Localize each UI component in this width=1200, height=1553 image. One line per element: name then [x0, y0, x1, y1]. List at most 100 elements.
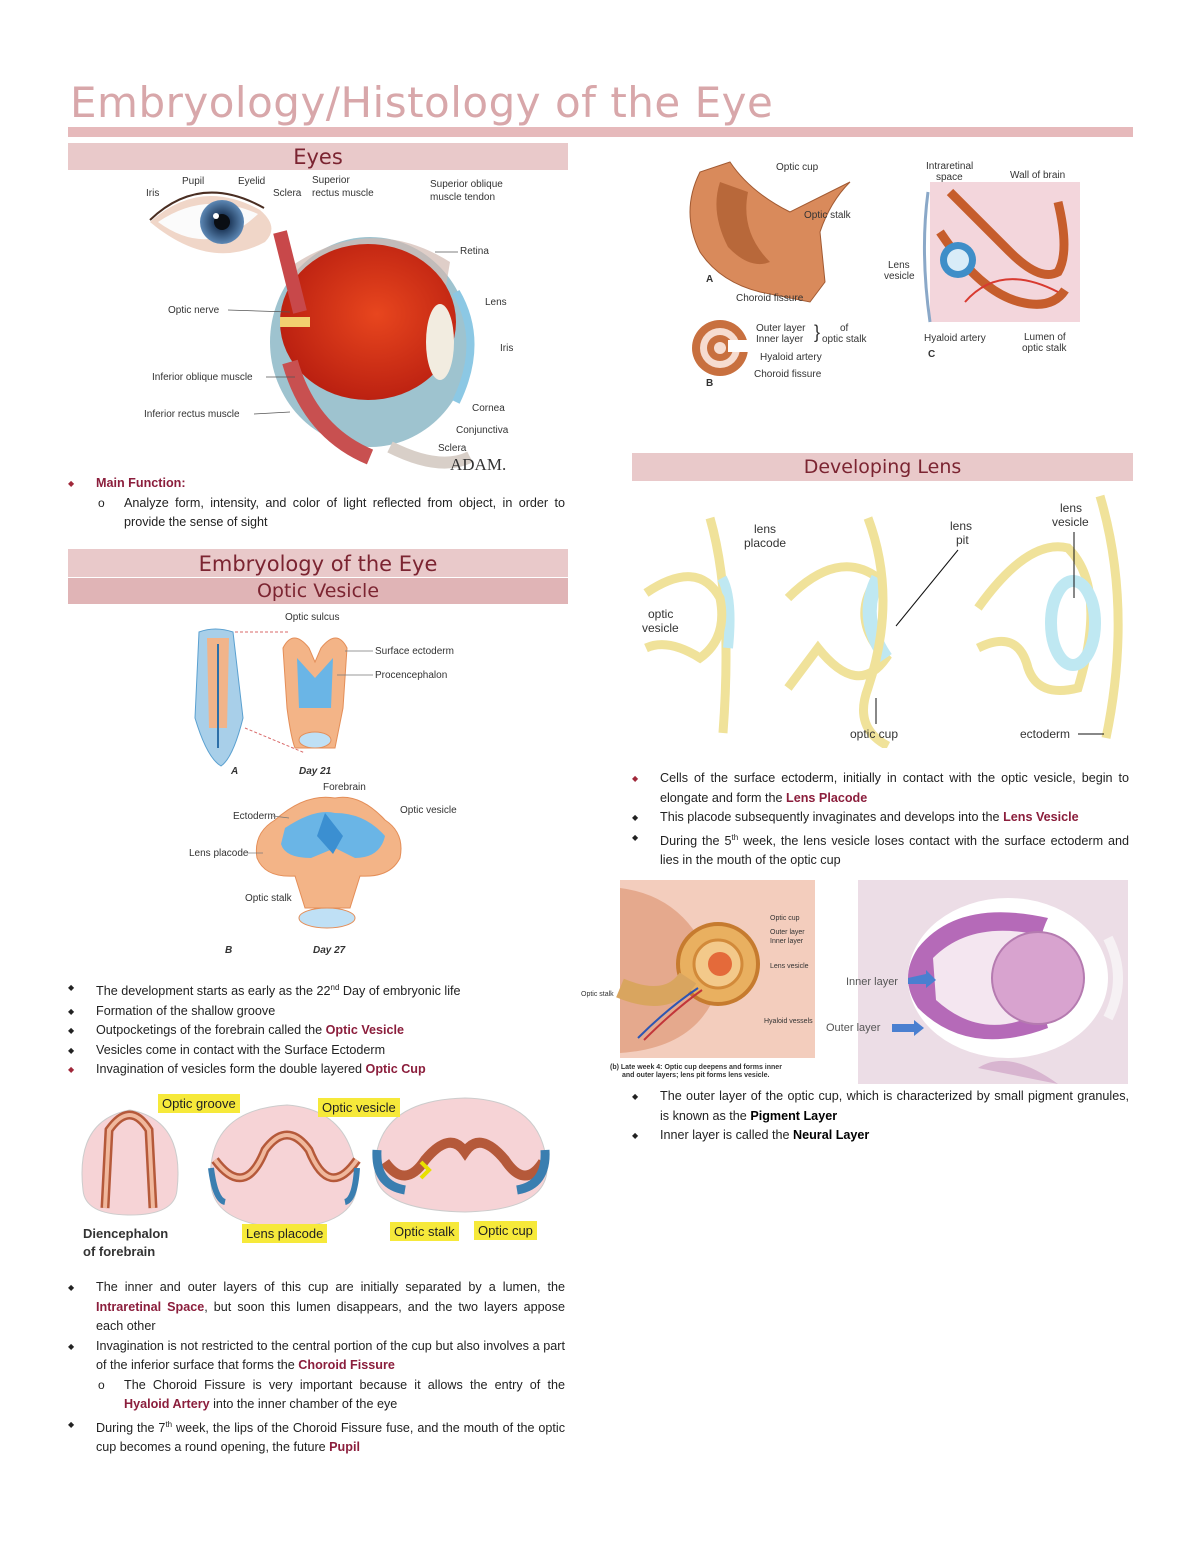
label-lens-placode-2: placode	[744, 536, 786, 550]
bullet-invagination-inferior: Invagination is not restricted to the ce…	[68, 1337, 565, 1376]
label-optic-vesicle: Optic vesicle	[318, 1098, 400, 1117]
micrograph	[858, 880, 1128, 1084]
label-b: B	[225, 945, 232, 956]
lens-stage-pit	[784, 516, 892, 748]
label-superior-oblique: Superior oblique	[430, 179, 503, 190]
label-lens-c: Lens	[888, 260, 910, 271]
groove-stage-1	[81, 1109, 179, 1216]
adam-logo: ADAM.	[450, 455, 506, 474]
label-superior-rectus-2: rectus muscle	[312, 188, 374, 199]
label-optic-sulcus: Optic sulcus	[285, 612, 339, 623]
label-inner-layer-histo: Inner layer	[770, 938, 804, 945]
label-lens-pit-2: pit	[956, 533, 969, 547]
label-ectoderm-lens: ectoderm	[1020, 727, 1070, 741]
label-outer-layer-micro: Outer layer	[826, 1022, 881, 1034]
bullet-vesicles-contact: Vesicles come in contact with the Surfac…	[68, 1041, 565, 1061]
lens-stage-vesicle	[974, 494, 1123, 739]
groove-stage-2	[208, 1104, 361, 1229]
label-inferior-rectus: Inferior rectus muscle	[144, 409, 240, 420]
optic-groove-figure: Diencephalon of forebrain	[81, 1097, 550, 1259]
label-c-cup: C	[928, 349, 935, 360]
label-lumen-of: Lumen of	[1024, 332, 1066, 343]
label-optic-groove: Optic groove	[158, 1094, 240, 1113]
label-vesicle-c: vesicle	[884, 271, 915, 282]
eyes-bullets: Main Function: Analyze form, intensity, …	[68, 474, 565, 533]
optic-stalk-cross-section	[692, 320, 758, 376]
section-header-embryology: Embryology of the Eye	[68, 549, 568, 577]
optic-cup-figure: Optic cup Optic stalk A Choroid fissure …	[689, 161, 1080, 389]
bullet-pigment-layer: The outer layer of the optic cup, which …	[632, 1087, 1129, 1126]
label-lens-pit-1: lens	[950, 519, 972, 533]
label-intraretinal: Intraretinal	[926, 161, 973, 172]
optic-vesicle-figure: Optic sulcus Surface ectoderm Procenceph…	[189, 612, 457, 956]
label-of-optic-stalk: optic stalk	[822, 334, 867, 345]
label-choroid-fissure-a: Choroid fissure	[736, 293, 804, 304]
label-pupil: Pupil	[182, 176, 204, 187]
label-inner-layer-micro: Inner layer	[846, 976, 898, 988]
bullet-main-function: Main Function:	[68, 474, 565, 494]
label-retina: Retina	[460, 246, 489, 257]
bullet-outpocketings: Outpocketings of the forebrain called th…	[68, 1021, 565, 1041]
cup-bullets: The inner and outer layers of this cup a…	[68, 1278, 565, 1458]
label-sclera-2: Sclera	[438, 443, 467, 454]
label-b-cup: B	[706, 378, 713, 389]
label-hyaloid-vessels-histo: Hyaloid vessels	[764, 1018, 813, 1025]
forebrain-day27	[255, 796, 402, 929]
label-lens-vesicle-2: vesicle	[1052, 515, 1089, 529]
bullet-development-start: The development starts as early as the 2…	[68, 978, 565, 1002]
label-cornea: Cornea	[472, 403, 505, 414]
label-optic-nerve: Optic nerve	[168, 305, 220, 316]
label-optic-vesicle-2: vesicle	[642, 621, 679, 635]
label-lumen-optic-stalk: optic stalk	[1022, 343, 1067, 354]
label-optic-stalk-histo: Optic stalk	[581, 991, 614, 998]
bullet-inner-outer-layers: The inner and outer layers of this cup a…	[68, 1278, 565, 1337]
label-lens-placode-b: Lens placode	[189, 848, 249, 859]
label-day21: Day 21	[299, 766, 332, 777]
section-header-developing-lens: Developing Lens	[632, 453, 1133, 481]
label-inferior-oblique: Inferior oblique muscle	[152, 372, 253, 383]
label-conjunctiva: Conjunctiva	[456, 425, 509, 436]
label-optic-cup-histo: Optic cup	[770, 915, 800, 922]
bullet-lens-vesicle: This placode subsequently invaginates an…	[632, 808, 1129, 828]
bullet-invagination: Invagination of vesicles form the double…	[68, 1060, 565, 1080]
eyeball-cross-section	[270, 230, 475, 469]
label-surface-ectoderm: Surface ectoderm	[375, 646, 454, 657]
histo-bullets: The outer layer of the optic cup, which …	[632, 1087, 1129, 1146]
optic-cup-c-diagram	[922, 182, 1080, 323]
lens-bullets: Cells of the surface ectoderm, initially…	[632, 769, 1129, 871]
label-lens-vesicle-1: lens	[1060, 501, 1082, 515]
label-optic-cup: Optic cup	[474, 1221, 537, 1240]
label-of-forebrain: of forebrain	[83, 1244, 155, 1259]
label-procencephalon: Procencephalon	[375, 670, 447, 681]
label-of: of	[840, 323, 849, 334]
late-week4-illustration	[616, 880, 815, 1058]
label-hyaloid-artery-c: Hyaloid artery	[924, 333, 986, 344]
label-choroid-fissure-b: Choroid fissure	[754, 369, 822, 380]
label-superior-oblique-2: muscle tendon	[430, 192, 495, 203]
label-optic-stalk: Optic stalk	[390, 1222, 459, 1241]
label-diencephalon: Diencephalon	[83, 1226, 168, 1241]
label-space: space	[936, 172, 963, 183]
section-header-optic-vesicle: Optic Vesicle	[68, 578, 568, 604]
bullet-neural-layer: Inner layer is called the Neural Layer	[632, 1126, 1129, 1146]
title-rule	[68, 127, 1133, 137]
label-forebrain: Forebrain	[323, 782, 366, 793]
label-optic-vesicle-b: Optic vesicle	[400, 805, 457, 816]
label-optic-stalk-a: Optic stalk	[804, 210, 852, 221]
label-inner-layer: Inner layer	[756, 334, 804, 345]
page-title: Embryology/Histology of the Eye	[70, 78, 774, 127]
label-ectoderm: Ectoderm	[233, 811, 276, 822]
label-optic-cup-a: Optic cup	[776, 162, 819, 173]
bullet-main-function-text: Analyze form, intensity, and color of li…	[68, 494, 565, 533]
label-outer-layer: Outer layer	[756, 323, 806, 334]
histology-figure: Optic cup Outer layer Inner layer Lens v…	[581, 880, 1128, 1084]
bullet-choroid-fissure: The Choroid Fissure is very important be…	[68, 1376, 565, 1415]
label-optic-cup-lens: optic cup	[850, 727, 898, 741]
developing-lens-figure: lens placode optic vesicle lens pit lens…	[642, 494, 1123, 748]
svg-text:}: }	[814, 322, 820, 342]
section-header-eyes: Eyes	[68, 143, 568, 170]
label-iris: Iris	[146, 188, 159, 199]
label-outer-layer-histo: Outer layer	[770, 929, 805, 936]
label-lens-vesicle-histo: Lens vesicle	[770, 963, 809, 970]
eye-photo	[149, 191, 272, 254]
